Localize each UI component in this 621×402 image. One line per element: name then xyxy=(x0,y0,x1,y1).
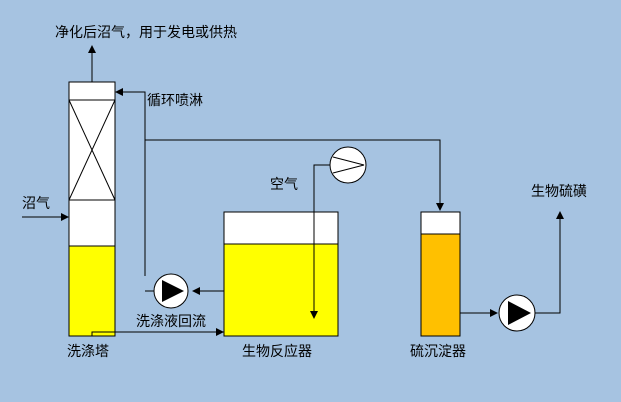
biogas-label: 沼气 xyxy=(22,196,50,212)
bioreactor-liquid xyxy=(223,243,339,337)
sulfur-product-arrow xyxy=(535,211,564,314)
settler-label: 硫沉淀器 xyxy=(410,344,466,360)
scrubber-label: 洗涤塔 xyxy=(67,344,109,360)
circulation-spray-label: 循环喷淋 xyxy=(147,93,203,109)
bioreactor-vessel xyxy=(223,211,339,337)
wash-return-label: 洗涤液回流 xyxy=(136,314,206,330)
scrubber-liquid xyxy=(68,245,116,337)
sulfur-product-label: 生物硫磺 xyxy=(531,184,587,200)
scrubber-tower xyxy=(68,81,116,337)
air-label: 空气 xyxy=(270,177,298,193)
packing-x-icon xyxy=(68,99,116,201)
pump-icon xyxy=(498,294,536,332)
settler-liquid xyxy=(420,233,461,337)
air-feed-line xyxy=(310,164,330,319)
pump-icon xyxy=(153,273,189,309)
blower-icon xyxy=(329,146,367,184)
bioreactor-label: 生物反应器 xyxy=(242,344,312,360)
spray-return-line xyxy=(115,88,146,276)
purified-gas-label: 净化后沼气，用于发电或供热 xyxy=(55,25,237,41)
settler-feed-line xyxy=(145,139,444,211)
settler-vessel xyxy=(420,211,461,337)
